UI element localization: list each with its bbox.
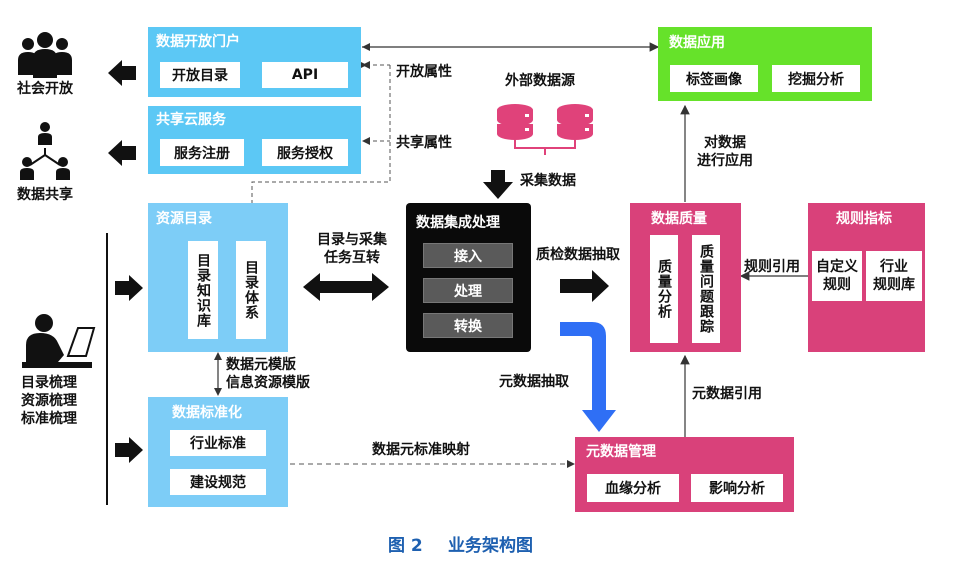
rule-index-title: 规则指标: [836, 211, 892, 227]
data-application-panel: 数据应用 标签画像 挖掘分析: [658, 27, 872, 101]
meta-mapping-label: 数据元标准映射: [372, 442, 470, 458]
catalog-sorting-label: 目录梳理 资源梳理 标准梳理: [21, 375, 77, 427]
meta-extract-arrow: [560, 322, 616, 432]
mining-analysis-button[interactable]: 挖掘分析: [772, 65, 860, 92]
standardization-title: 数据标准化: [172, 405, 242, 421]
tag-profile-button[interactable]: 标签画像: [670, 65, 758, 92]
resource-catalog-panel: 资源目录 目录知识库 目录体系: [148, 203, 288, 352]
open-portal-panel: 数据开放门户 开放目录 API: [148, 27, 361, 97]
service-auth-button[interactable]: 服务授权: [262, 139, 348, 166]
database-icon: [497, 104, 593, 155]
metadata-panel: 元数据管理 血缘分析 影响分析: [575, 437, 794, 512]
meta-ref-label: 元数据引用: [692, 386, 762, 402]
left-arrows: [108, 60, 143, 463]
social-open-label: 社会开放: [17, 81, 73, 97]
collect-arrow: [483, 170, 513, 199]
figure-number: 图 2: [388, 536, 423, 556]
external-source-label: 外部数据源: [505, 73, 575, 89]
resource-catalog-title: 资源目录: [156, 211, 212, 227]
impact-analysis-button[interactable]: 影响分析: [691, 474, 783, 502]
open-attr-label: 开放属性: [396, 64, 452, 80]
meta-extract-label: 元数据抽取: [499, 374, 569, 390]
standardization-panel: 数据标准化 行业标准 建设规范: [148, 397, 288, 507]
catalog-task-label: 目录与采集 任务互转: [317, 232, 387, 266]
meta-template-label: 数据元模版 信息资源模版: [226, 357, 310, 391]
share-cloud-title: 共享云服务: [156, 112, 226, 128]
quality-extract-arrow: [560, 270, 609, 302]
integration-panel: 数据集成处理 接入 处理 转换: [406, 203, 531, 352]
build-spec-button[interactable]: 建设规范: [170, 469, 266, 495]
data-application-title: 数据应用: [669, 35, 725, 51]
rule-ref-label: 规则引用: [744, 259, 800, 275]
dashed-open-line: [251, 65, 391, 242]
data-quality-panel: 数据质量 质量分析 质量问题跟踪: [630, 203, 741, 352]
apply-data-label: 对数据 进行应用: [697, 135, 753, 169]
share-attr-label: 共享属性: [396, 135, 452, 151]
figure-title: 业务架构图: [448, 536, 533, 556]
data-share-label: 数据共享: [17, 187, 73, 203]
group-icon: [18, 32, 72, 78]
ingest-button[interactable]: 接入: [423, 243, 513, 268]
transform-button[interactable]: 转换: [423, 313, 513, 338]
collect-data-label: 采集数据: [520, 173, 576, 189]
lineage-analysis-button[interactable]: 血缘分析: [587, 474, 679, 502]
process-button[interactable]: 处理: [423, 278, 513, 303]
catalog-system[interactable]: 目录体系: [236, 241, 266, 339]
open-portal-title: 数据开放门户: [156, 34, 240, 50]
industry-standard-button[interactable]: 行业标准: [170, 430, 266, 456]
catalog-knowledge-base[interactable]: 目录知识库: [188, 241, 218, 339]
integration-title: 数据集成处理: [416, 215, 500, 231]
api-button[interactable]: API: [262, 62, 348, 88]
industry-rule-lib-button[interactable]: 行业 规则库: [866, 251, 922, 301]
open-catalog-button[interactable]: 开放目录: [160, 62, 240, 88]
quality-analysis[interactable]: 质量分析: [650, 235, 678, 343]
quality-issue-tracking[interactable]: 质量问题跟踪: [692, 235, 720, 343]
service-register-button[interactable]: 服务注册: [160, 139, 244, 166]
data-quality-title: 数据质量: [651, 211, 707, 227]
person-laptop-icon: [22, 314, 96, 368]
metadata-title: 元数据管理: [586, 444, 656, 460]
custom-rule-button[interactable]: 自定义 规则: [812, 251, 862, 301]
rule-index-panel: 规则指标 自定义 规则 行业 规则库: [808, 203, 925, 352]
catalog-integration-arrow: [303, 273, 389, 301]
hierarchy-icon: [20, 122, 70, 180]
quality-extract-label: 质检数据抽取: [536, 247, 620, 263]
share-cloud-panel: 共享云服务 服务注册 服务授权: [148, 106, 361, 174]
